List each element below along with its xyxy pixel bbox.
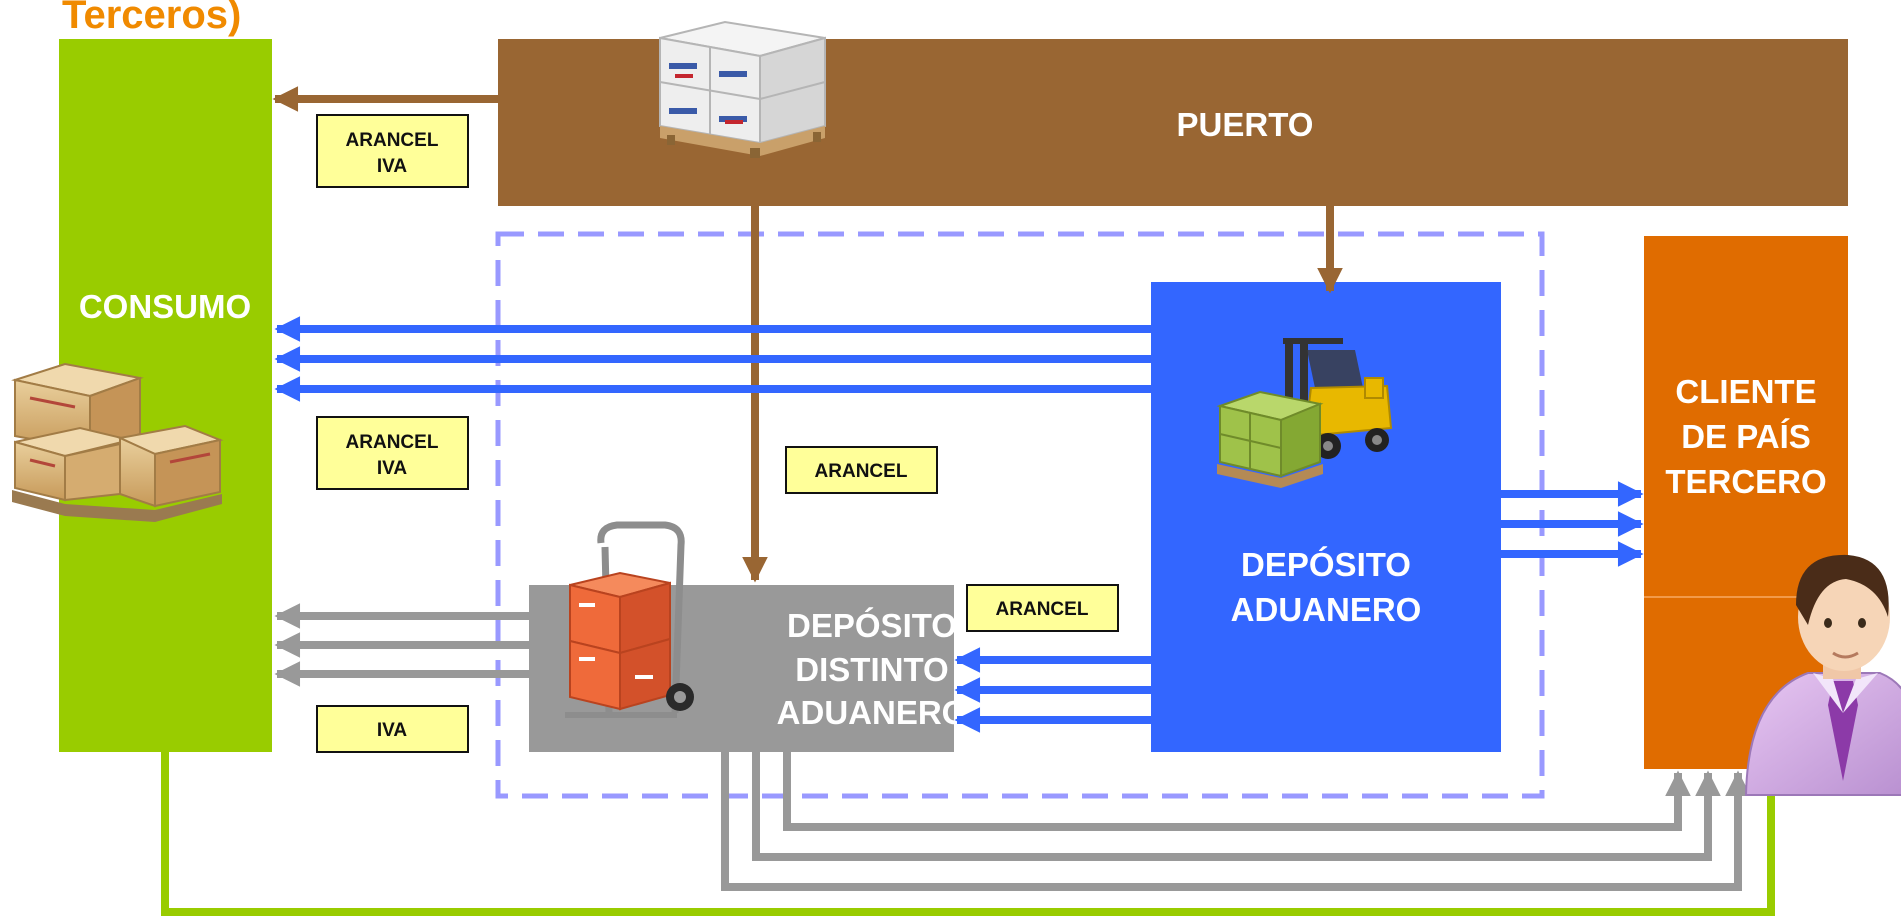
- cliente-label-line2: DE PAÍS: [1681, 418, 1811, 455]
- tag-distinto-consumo: IVA: [316, 705, 469, 753]
- puerto-label: PUERTO: [1177, 106, 1314, 143]
- arrow-distinto-to-cliente-2: [752, 752, 1721, 861]
- tag-puerto-distinto-text: ARANCEL: [815, 461, 908, 482]
- tag-puerto-distinto: ARANCEL: [785, 446, 938, 494]
- tag-puerto-consumo-line2: IVA: [377, 156, 408, 177]
- deposito-distinto-label-line1: DEPÓSITO: [787, 607, 957, 644]
- business-person-icon: [1744, 554, 1901, 796]
- cliente-label-line1: CLIENTE: [1675, 373, 1816, 410]
- tag-puerto-consumo: ARANCEL IVA: [316, 114, 469, 188]
- arrow-distinto-to-cliente-3: [721, 752, 1751, 891]
- tag-aduanero-consumo: ARANCEL IVA: [316, 416, 469, 490]
- cliente-label-line3: TERCERO: [1665, 463, 1826, 500]
- tag-aduanero-consumo-line1: ARANCEL: [346, 432, 439, 453]
- arrow-consumo-to-cliente: [161, 752, 1784, 916]
- tag-aduanero-consumo-line2: IVA: [377, 458, 408, 479]
- hand-truck-icon: [565, 521, 694, 718]
- wooden-crates-icon: [11, 362, 224, 522]
- boxes-pallet-icon: [659, 20, 826, 158]
- forklift-icon: [1216, 338, 1393, 488]
- tag-aduanero-distinto-text: ARANCEL: [996, 599, 1089, 620]
- diagram-title: Terceros): [62, 0, 241, 37]
- tag-puerto-consumo-line1: ARANCEL: [346, 130, 439, 151]
- consumo-label: CONSUMO: [79, 288, 251, 325]
- tag-aduanero-distinto: ARANCEL: [966, 584, 1119, 632]
- deposito-distinto-label-line2: DISTINTO: [795, 651, 948, 688]
- tag-distinto-consumo-text: IVA: [377, 720, 408, 741]
- deposito-aduanero-label-line2: ADUANERO: [1231, 591, 1422, 628]
- deposito-distinto-label-line3: ADUANERO: [777, 694, 968, 731]
- arrow-distinto-to-cliente-1: [783, 752, 1691, 831]
- deposito-aduanero-label-line1: DEPÓSITO: [1241, 546, 1411, 583]
- customs-zone-boundary: [495, 231, 1545, 799]
